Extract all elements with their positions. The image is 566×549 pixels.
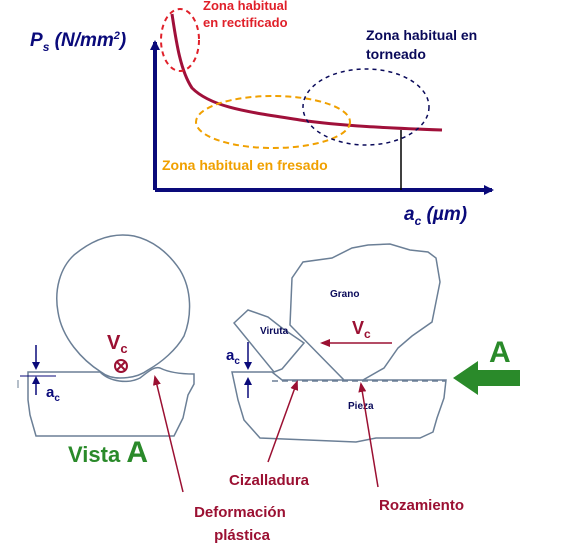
right-workpiece xyxy=(231,371,447,443)
zona-torneado-label: Zona habitual en torneado xyxy=(366,27,481,62)
view-direction-arrow-icon xyxy=(453,361,520,395)
rozamiento-leader xyxy=(358,382,379,488)
pieza-label: Pieza xyxy=(348,401,374,412)
into-page-symbol-icon xyxy=(114,359,128,373)
zona-torneado-ellipse xyxy=(302,68,430,146)
left-workpiece xyxy=(27,366,195,437)
right-vc-label: Vc xyxy=(352,318,371,341)
specific-pressure-graph: Ps (N/mm2) ac (µm) Zona habitual en rect… xyxy=(30,0,494,228)
vista-a-illustration: Vc ac Vista A xyxy=(20,234,195,469)
cutting-section-illustration: Grano Viruta Pieza Vc ac A xyxy=(226,243,520,443)
view-direction-letter: A xyxy=(489,336,511,369)
pressure-curve xyxy=(170,13,443,132)
x-axis-label: ac (µm) xyxy=(404,204,467,228)
grano-grain xyxy=(289,243,441,381)
cizalladura-label: Cizalladura xyxy=(229,472,310,489)
zona-fresado-label: Zona habitual en fresado xyxy=(162,157,328,173)
cizalladura-leader xyxy=(267,380,299,463)
grano-label: Grano xyxy=(330,289,359,300)
deformacion-label: Deformación plástica xyxy=(194,504,290,544)
left-ac-label: ac xyxy=(46,384,60,404)
zona-rectificado-ellipse xyxy=(160,8,200,72)
vista-a-label: Vista A xyxy=(68,436,148,469)
deformacion-leader xyxy=(153,375,184,493)
left-grain xyxy=(56,234,191,379)
viruta-label: Viruta xyxy=(260,326,289,337)
zona-rectificado-label: Zona habitual en rectificado xyxy=(203,0,291,30)
zona-fresado-ellipse xyxy=(195,95,351,149)
viruta-chip xyxy=(232,309,306,373)
rozamiento-label: Rozamiento xyxy=(379,497,464,514)
y-axis-label: Ps (N/mm2) xyxy=(30,30,126,54)
right-ac-label: ac xyxy=(226,347,240,367)
left-vc-label: Vc xyxy=(107,332,128,356)
annotation-labels: Cizalladura Rozamiento Deformación plást… xyxy=(153,375,464,544)
